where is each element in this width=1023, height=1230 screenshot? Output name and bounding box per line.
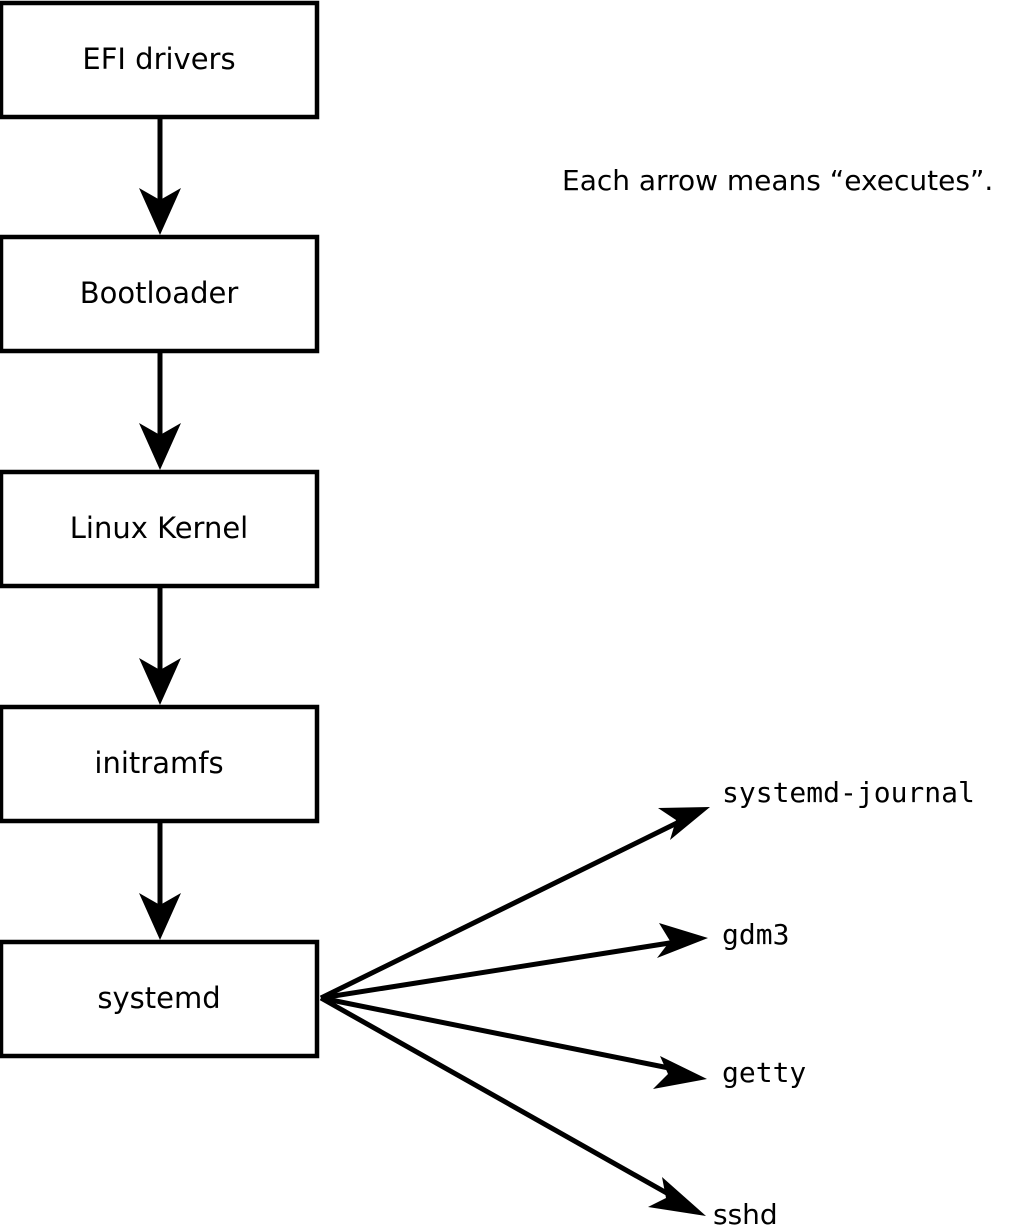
stage-box-bootloader[interactable]: Bootloader	[0, 234, 320, 354]
stage-box-label: systemd	[97, 981, 220, 1015]
stage-box-label: Linux Kernel	[70, 511, 248, 545]
stage-box-label: initramfs	[94, 746, 223, 780]
stage-box-rect	[0, 0, 320, 120]
service-label-gdm3[interactable]: gdm3	[722, 918, 789, 951]
arrowhead	[658, 807, 710, 840]
arrowhead	[139, 893, 181, 940]
stage-box-initramfs[interactable]: initramfs	[0, 704, 320, 824]
stage-box-label: EFI drivers	[82, 42, 235, 76]
service-label-systemd-journal[interactable]: systemd-journal	[722, 776, 975, 809]
arrow-kernel-to-initramfs	[139, 587, 181, 705]
service-label-sshd[interactable]: sshd	[713, 1198, 778, 1230]
arrowhead	[139, 423, 181, 470]
arrow-systemd-to-getty	[320, 995, 707, 1089]
arrow-bootloader-to-kernel	[139, 352, 181, 470]
arrowhead	[139, 188, 181, 235]
arrow-systemd-to-systemd-journal	[319, 807, 710, 1001]
stage-box-rect	[0, 939, 320, 1059]
arrow-efi-to-bootloader	[139, 117, 181, 235]
diagram-caption: Each arrow means “executes”.	[562, 164, 993, 197]
arrowhead	[139, 658, 181, 705]
stage-box-linux-kernel[interactable]: Linux Kernel	[0, 469, 320, 589]
stage-box-label: Bootloader	[80, 276, 239, 310]
stage-box-efi-drivers[interactable]: EFI drivers	[0, 0, 320, 120]
arrowhead	[657, 923, 708, 958]
arrow-systemd-to-sshd	[319, 995, 706, 1216]
stage-box-rect	[0, 704, 320, 824]
arrowhead	[653, 1056, 707, 1089]
stage-box-rect	[0, 469, 320, 589]
stage-box-systemd[interactable]: systemd	[0, 939, 320, 1059]
arrow-initramfs-to-systemd	[139, 822, 181, 940]
arrow-systemd-to-gdm3	[320, 923, 708, 1001]
stage-box-rect	[0, 234, 320, 354]
arrowhead	[648, 1177, 706, 1216]
service-label-getty[interactable]: getty	[722, 1056, 806, 1089]
